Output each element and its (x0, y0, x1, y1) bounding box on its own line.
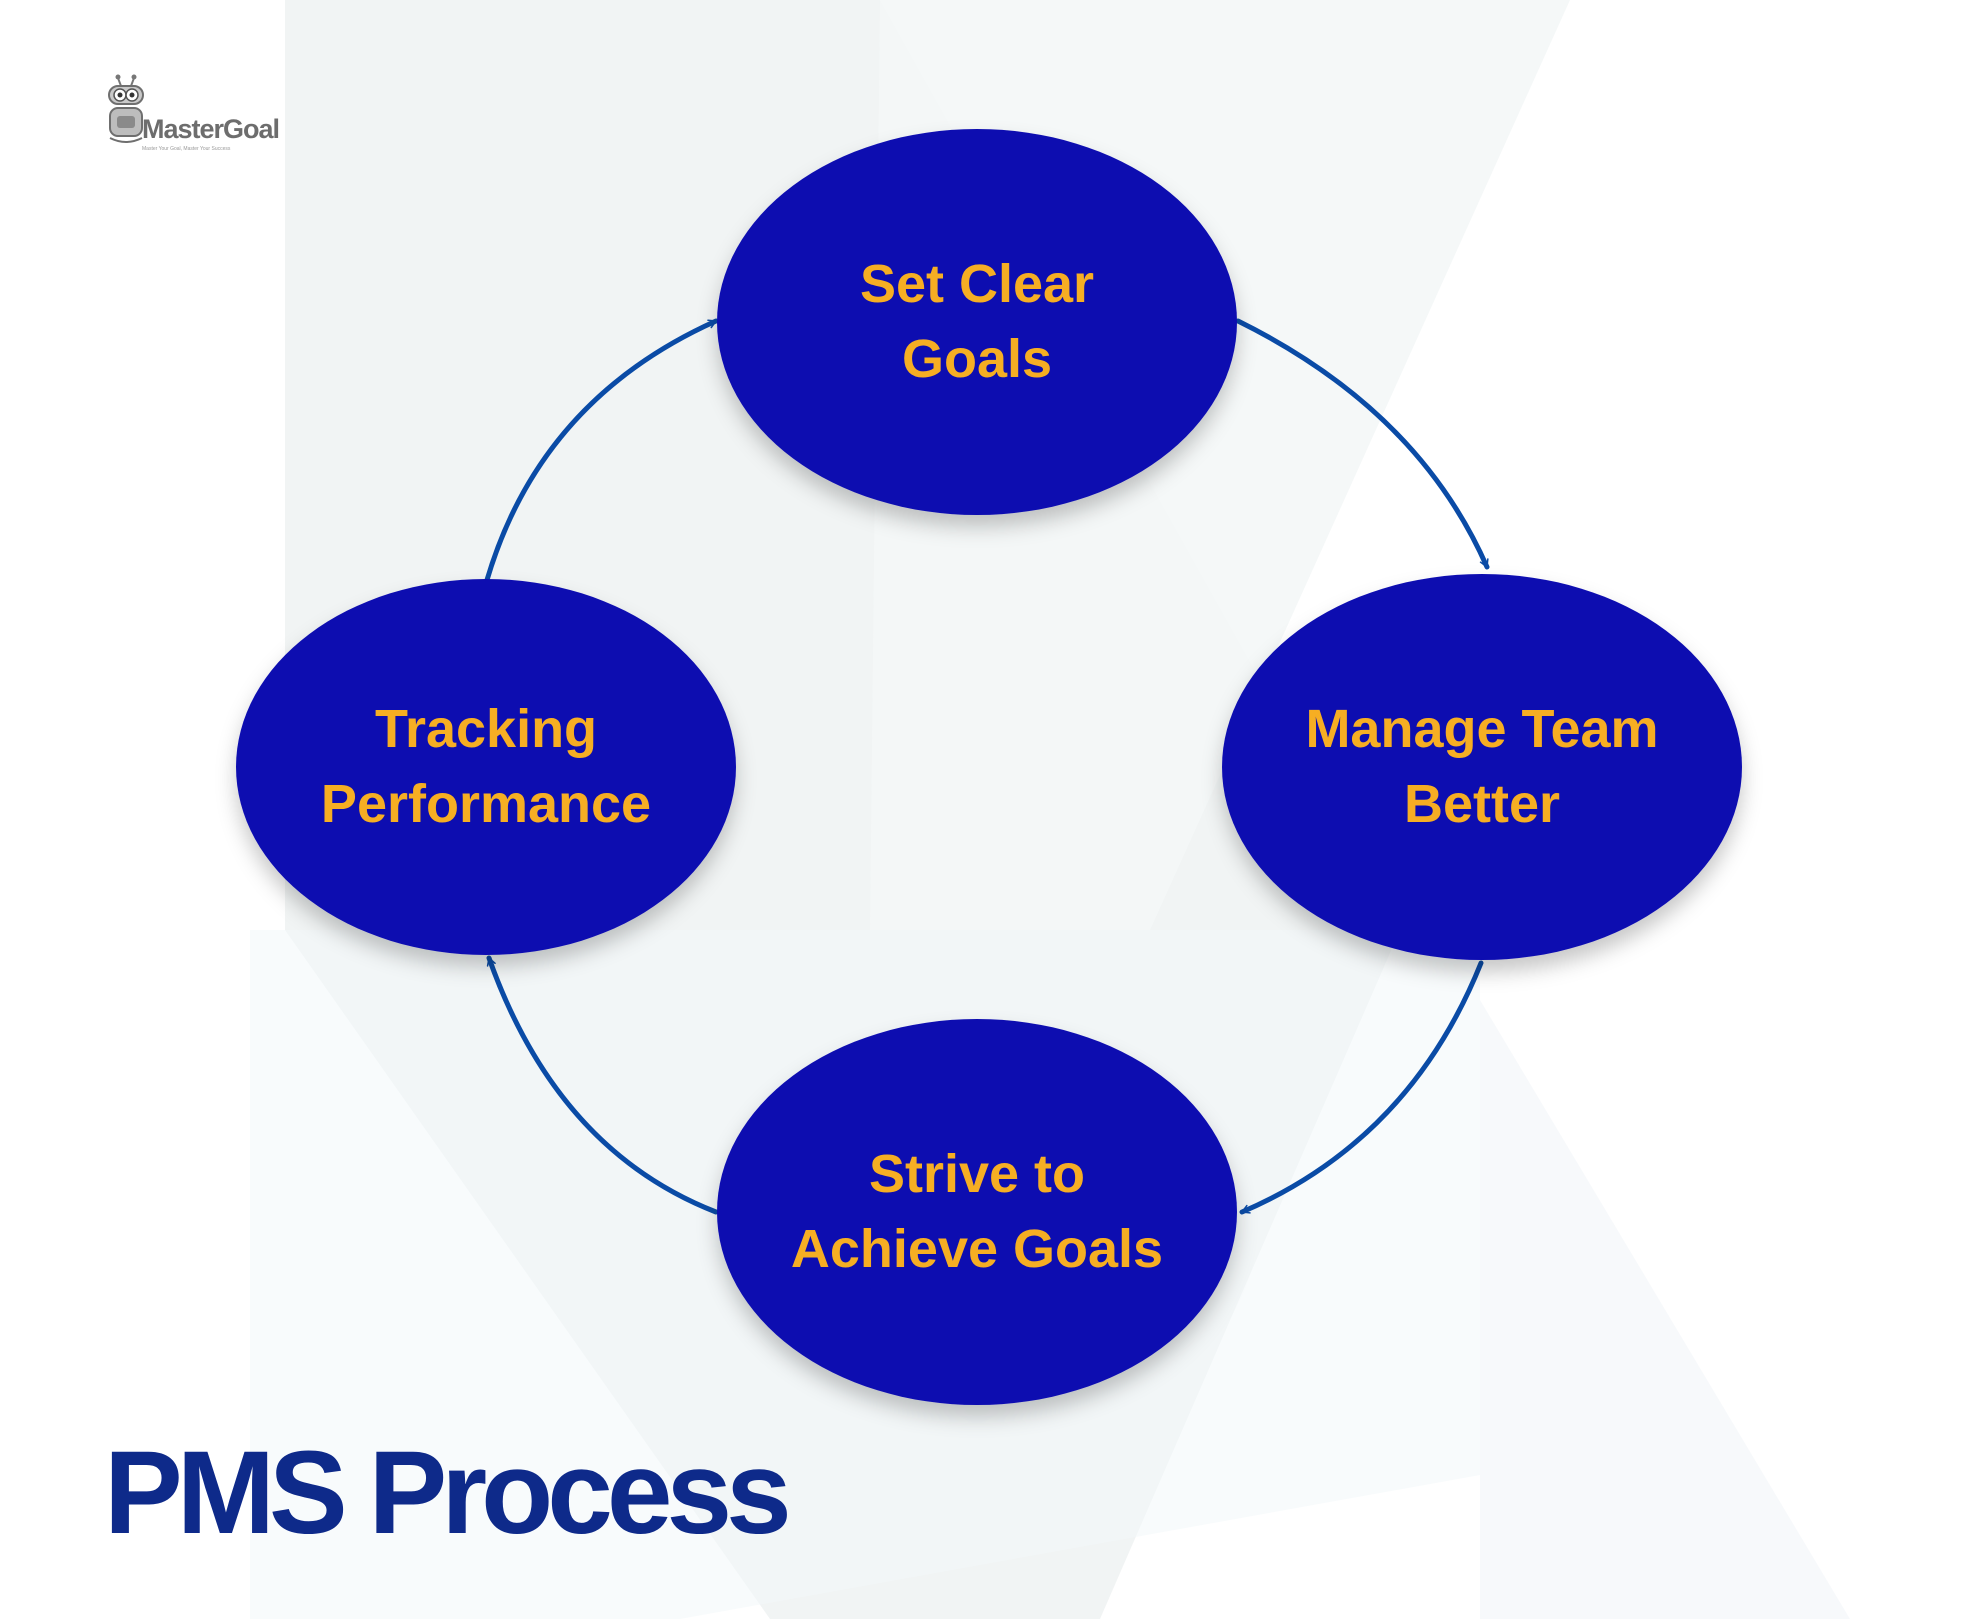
robot-mascot-icon (108, 74, 144, 143)
arrow-set-clear-goals-to-manage-team-better (1235, 318, 1490, 570)
background-shape (1480, 1000, 1850, 1619)
node-strive-to-achieve-goals (717, 1019, 1237, 1405)
node-label-line: Manage Team (1305, 699, 1659, 759)
brand-name: MasterGoal (142, 114, 280, 144)
brand-logo: MasterGoal Master Your Goal, Master Your… (104, 72, 284, 158)
arrow-manage-team-better-to-strive-to-achieve-goals (1239, 960, 1484, 1215)
brand-tagline: Master Your Goal, Master Your Success (142, 146, 231, 152)
node-label-line: Strive to (868, 1144, 1086, 1204)
node-label-box-strive-to-achieve-goals: Strive to Achieve Goals (717, 1019, 1237, 1405)
node-set-clear-goals (717, 129, 1237, 515)
node-label-line: Better (1403, 774, 1561, 834)
node-label-line: Performance (320, 774, 652, 834)
node-label-strive-to-achieve-goals: Strive to Achieve Goals (791, 1137, 1163, 1287)
node-label-line: Tracking (374, 699, 598, 759)
arrow-strive-to-achieve-goals-to-tracking-performance (486, 955, 719, 1215)
node-label-line: Achieve Goals (790, 1219, 1164, 1279)
page-title: PMS Process (104, 1427, 792, 1559)
node-label-line: Set Clear (859, 254, 1095, 314)
node-tracking-performance (236, 579, 736, 955)
node-manage-team-better (1222, 574, 1742, 960)
node-label-line: Goals (901, 329, 1053, 389)
arrow-tracking-performance-to-set-clear-goals (484, 318, 719, 583)
